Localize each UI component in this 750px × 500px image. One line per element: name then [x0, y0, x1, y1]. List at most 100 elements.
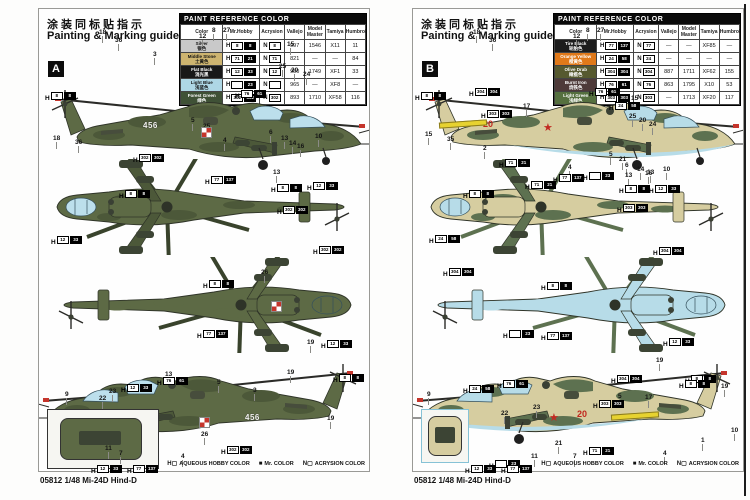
part-number-label: 26	[261, 269, 268, 283]
part-number-label: 1	[701, 437, 705, 451]
part-number-label: 13	[625, 172, 632, 186]
panel-title-chinese: 涂装同标贴指示	[47, 19, 145, 31]
part-number-label: 23	[109, 388, 116, 402]
part-number-label: 23	[533, 404, 540, 418]
part-number-label: 11	[105, 445, 112, 459]
legend-acrysion: N▢ACRYSION COLOR	[676, 461, 739, 467]
part-number-label: 36	[115, 37, 122, 51]
scheme-badge: B	[422, 61, 438, 77]
part-number-label: 16	[297, 143, 304, 157]
part-number-label: 13	[273, 169, 280, 183]
part-number-label: 27	[223, 27, 230, 41]
part-number-label: 22	[501, 410, 508, 424]
part-number-label: 8	[212, 27, 216, 41]
page-edge-line	[744, 4, 746, 496]
kit-caption: 05812 1/48 Mi-24D Hind-D	[414, 476, 511, 485]
paint-system-legend: H▢AQUEOUS HOBBY COLOR ■Mr. COLOR N▢ACRYS…	[167, 460, 365, 468]
part-number-label: 6	[269, 129, 273, 143]
detail-part-drawing	[428, 416, 462, 456]
part-number-label: 25	[629, 113, 636, 127]
panel-title-english: Painting & Marking guide	[421, 30, 554, 42]
part-number-label: 13	[647, 169, 654, 183]
polish-checkerboard-insignia	[201, 127, 212, 138]
part-number-label: 9	[65, 391, 69, 405]
detail-part-drawing	[60, 418, 142, 460]
legend-mr-color: ■Mr. COLOR	[632, 460, 668, 467]
part-number-label: 24	[303, 71, 310, 85]
part-number-label: 12	[199, 33, 206, 47]
paint-table-title: PAINT REFERENCE COLOR	[554, 14, 740, 24]
part-number-label: 20	[639, 117, 646, 131]
part-number-label: 24	[649, 121, 656, 135]
part-number-label: 5	[618, 393, 622, 407]
scheme-badge: A	[48, 61, 64, 77]
instruction-panel-b: 涂装同标贴指示 Painting & Marking guide B PAINT…	[412, 8, 744, 475]
detail-inset-box	[421, 409, 469, 463]
part-number-label: 14	[289, 140, 296, 154]
part-number-label: 4	[663, 450, 667, 464]
part-number-label: 19	[307, 339, 314, 353]
part-number-label: 8	[586, 27, 590, 41]
legend-aqueous: H▢AQUEOUS HOBBY COLOR	[541, 461, 624, 467]
part-number-label: 6	[625, 162, 629, 176]
red-star-insignia: ★	[543, 122, 553, 134]
part-number-label: 7	[573, 453, 577, 467]
kit-caption: 05812 1/48 Mi-24D Hind-D	[40, 476, 137, 485]
instruction-panel-a: 涂装同标贴指示 Painting & Marking guide A PAINT…	[38, 8, 370, 475]
part-number-label: 7	[119, 450, 123, 464]
part-number-label: 17	[645, 394, 652, 408]
legend-acrysion: N▢ACRYSION COLOR	[302, 461, 365, 467]
paint-system-legend: H▢AQUEOUS HOBBY COLOR ■Mr. COLOR N▢ACRYS…	[541, 460, 739, 468]
red-star-insignia: ★	[549, 412, 559, 424]
part-number-label: 36	[75, 139, 82, 153]
paint-table-title: PAINT REFERENCE COLOR	[180, 14, 366, 24]
part-number-label: 18	[99, 29, 106, 43]
part-number-label: 4	[181, 453, 185, 467]
part-number-label: 14	[637, 166, 644, 180]
part-number-label: 10	[731, 427, 738, 441]
part-number-label: 2	[483, 145, 487, 159]
aircraft-number-marking: 456	[245, 413, 260, 422]
tail-stripe-marking	[438, 119, 488, 129]
part-number-label: 17	[523, 103, 530, 117]
part-number-label: 13	[165, 371, 172, 385]
part-number-label: 4	[223, 137, 227, 151]
part-number-label: 5	[191, 117, 195, 131]
legend-mr-color: ■Mr. COLOR	[258, 460, 294, 467]
